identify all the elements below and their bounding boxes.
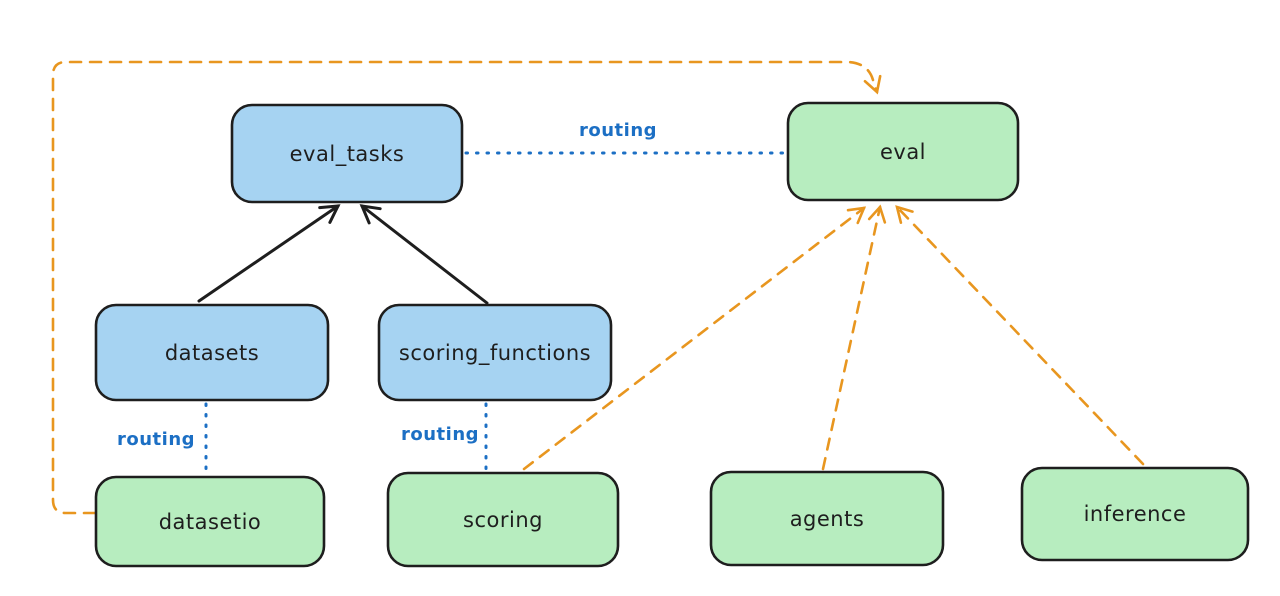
node-agents: agents	[709, 470, 945, 567]
node-scoring-label: scoring	[463, 508, 543, 532]
edge-inference-to-eval	[895, 205, 1145, 466]
edge-datasetio-to-eval	[51, 60, 882, 515]
node-datasetio-label: datasetio	[159, 510, 262, 534]
node-eval-tasks: eval_tasks	[230, 103, 464, 204]
edge-scoring-to-eval	[522, 206, 867, 471]
node-inference-box	[1020, 466, 1250, 562]
node-eval-box	[786, 101, 1020, 202]
edge-agents-to-eval	[821, 204, 887, 471]
routing-label-datasets: routing	[117, 429, 195, 450]
node-datasets-label: datasets	[165, 341, 259, 365]
node-eval-tasks-box	[230, 103, 464, 204]
edge-datasets-to-eval-tasks	[197, 204, 341, 303]
routing-label-scoring: routing	[401, 424, 479, 445]
node-datasetio-box	[94, 475, 326, 568]
node-datasets-box	[94, 303, 330, 402]
node-scoring-functions-box	[377, 303, 613, 402]
edge-scoring-functions-to-eval-tasks	[359, 204, 489, 305]
node-scoring: scoring	[386, 471, 620, 568]
node-datasetio: datasetio	[94, 475, 326, 568]
routing-label-top: routing	[579, 120, 657, 141]
node-eval-tasks-label: eval_tasks	[290, 142, 405, 167]
node-agents-box	[709, 470, 945, 567]
node-scoring-functions: scoring_functions	[377, 303, 613, 402]
node-inference-label: inference	[1084, 502, 1187, 526]
node-eval-label: eval	[880, 140, 926, 164]
node-eval: eval	[786, 101, 1020, 202]
node-scoring-box	[386, 471, 620, 568]
node-datasets: datasets	[94, 303, 330, 402]
node-inference: inference	[1020, 466, 1250, 562]
node-agents-label: agents	[790, 507, 865, 531]
node-scoring-functions-label: scoring_functions	[399, 341, 591, 366]
